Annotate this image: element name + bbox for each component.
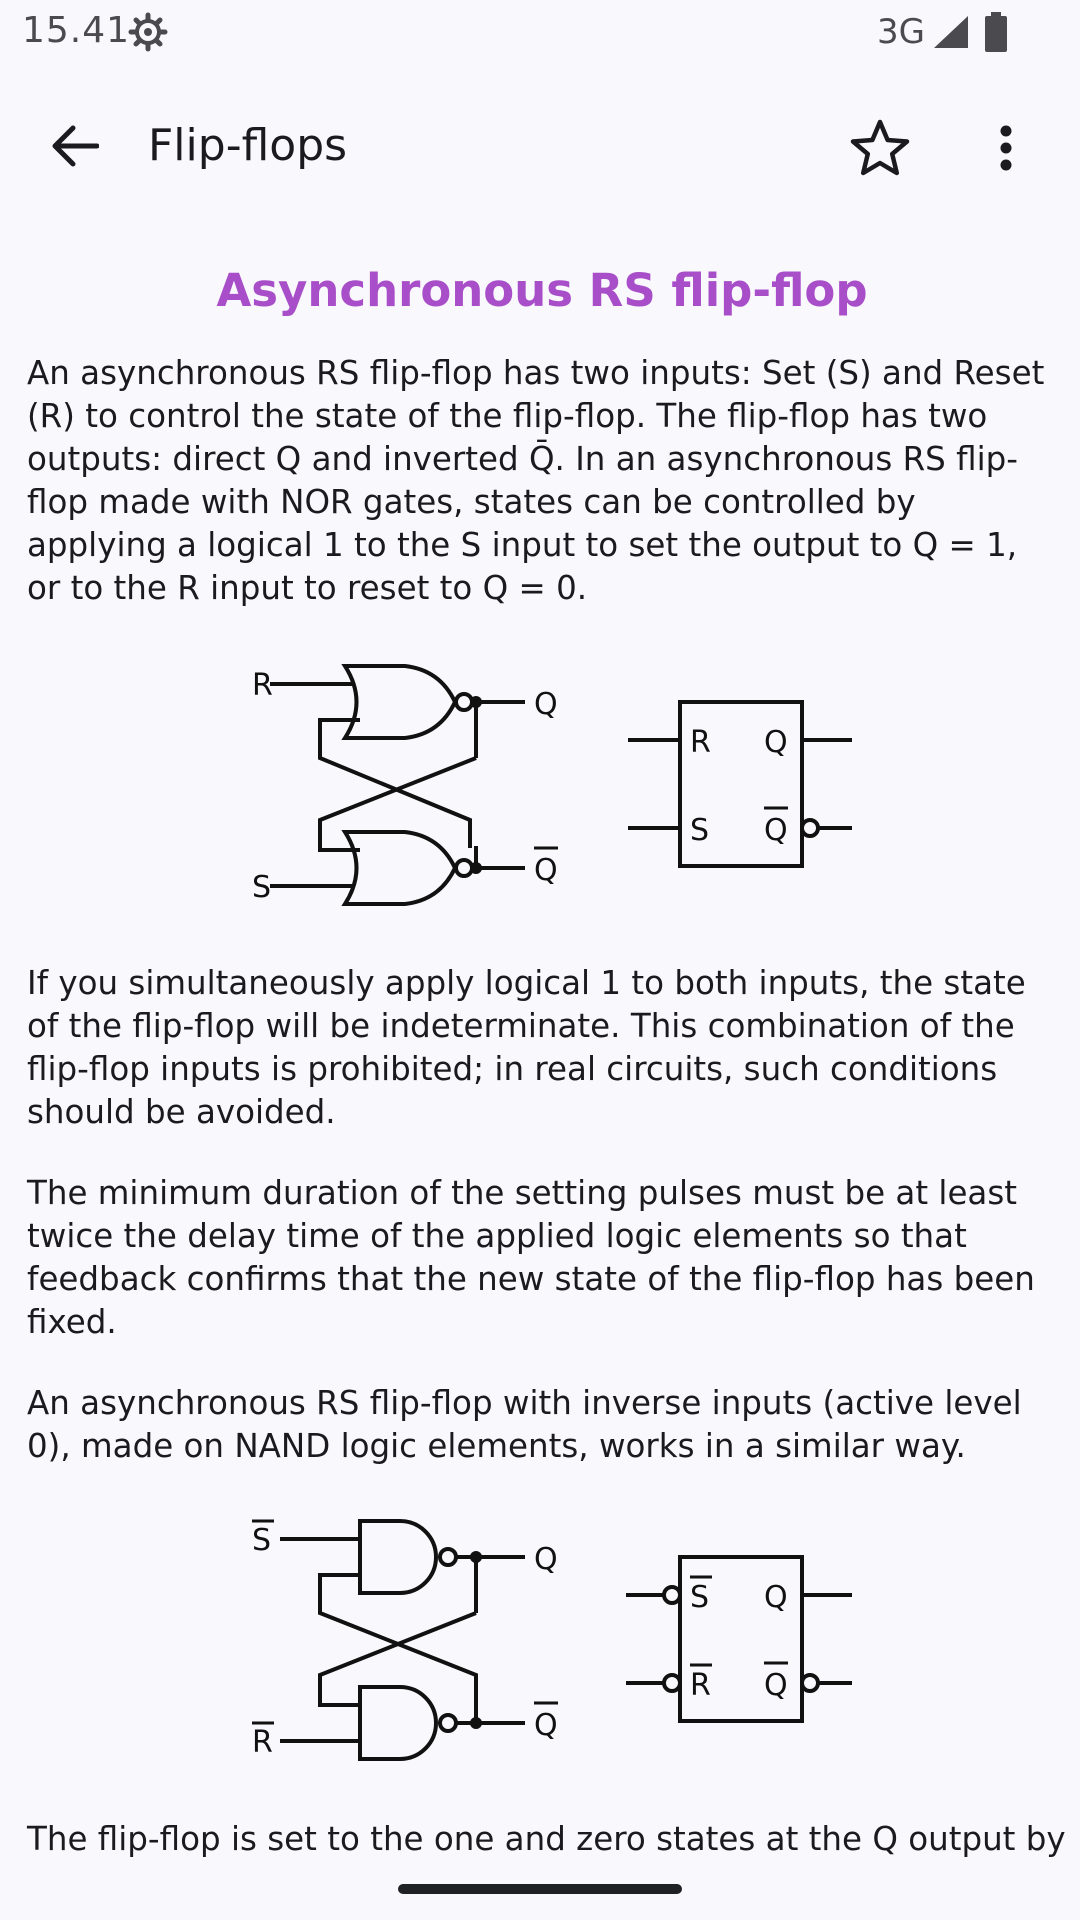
paragraph-indeterminate: If you simultaneously apply logical 1 to… bbox=[27, 964, 1026, 1131]
nand-input-sbar-label: S bbox=[252, 1523, 271, 1558]
signal-icon bbox=[934, 16, 968, 48]
top-app-bar: Flip-flops bbox=[0, 90, 1080, 204]
app-bar-title: Flip-flops bbox=[148, 120, 348, 171]
paragraph-pulse-duration: The minimum duration of the setting puls… bbox=[27, 1174, 1035, 1341]
nor-rs-flipflop-diagram: R S Q Q R S Q Q bbox=[240, 650, 860, 920]
paragraph-set-states: The flip-flop is set to the one and zero… bbox=[27, 1820, 1066, 1858]
star-outline-icon bbox=[850, 119, 910, 176]
nand-diagram-svg: S R Q Q S R Q Q bbox=[252, 1519, 852, 1761]
nand-output-qbar-label: Q bbox=[534, 1708, 558, 1743]
article-content: Asynchronous RS flip-flop bbox=[27, 260, 1057, 348]
more-options-button[interactable] bbox=[972, 112, 1040, 184]
nand-box-sbar-label: S bbox=[690, 1580, 709, 1615]
nor-diagram-svg: R S Q Q R S Q Q bbox=[252, 664, 852, 906]
nand-rs-flipflop-diagram: S R Q Q S R Q Q bbox=[240, 1505, 860, 1775]
network-type: 3G bbox=[877, 12, 925, 52]
nand-output-q-label: Q bbox=[534, 1542, 558, 1577]
nor-output-q-label: Q bbox=[534, 687, 558, 722]
paragraph-nand-intro: An asynchronous RS flip-flop with invers… bbox=[27, 1384, 1022, 1465]
settings-gear-icon bbox=[128, 12, 168, 52]
battery-icon bbox=[985, 12, 1007, 52]
nand-box-qbar-label: Q bbox=[764, 1668, 788, 1703]
nor-box-r-label: R bbox=[690, 725, 711, 760]
nor-box-q-label: Q bbox=[764, 725, 788, 760]
favorite-button[interactable] bbox=[844, 112, 916, 184]
paragraph-intro: An asynchronous RS flip-flop has two inp… bbox=[27, 354, 1045, 607]
nor-box-qbar-label: Q bbox=[764, 813, 788, 848]
nor-output-qbar-label: Q bbox=[534, 853, 558, 888]
status-time: 15.41 bbox=[22, 10, 131, 51]
home-indicator[interactable] bbox=[398, 1884, 682, 1894]
nor-input-r-label: R bbox=[252, 668, 273, 703]
status-bar: 15.41 3G bbox=[0, 0, 1080, 64]
nand-input-rbar-label: R bbox=[252, 1725, 273, 1760]
back-button[interactable] bbox=[40, 112, 108, 180]
nor-input-s-label: S bbox=[252, 870, 271, 905]
back-arrow-icon bbox=[52, 125, 99, 167]
nand-box-q-label: Q bbox=[764, 1580, 788, 1615]
nand-box-rbar-label: R bbox=[690, 1668, 711, 1703]
more-vert-icon bbox=[1000, 125, 1012, 171]
article-heading: Asynchronous RS flip-flop bbox=[216, 264, 868, 317]
nor-box-s-label: S bbox=[690, 813, 709, 848]
